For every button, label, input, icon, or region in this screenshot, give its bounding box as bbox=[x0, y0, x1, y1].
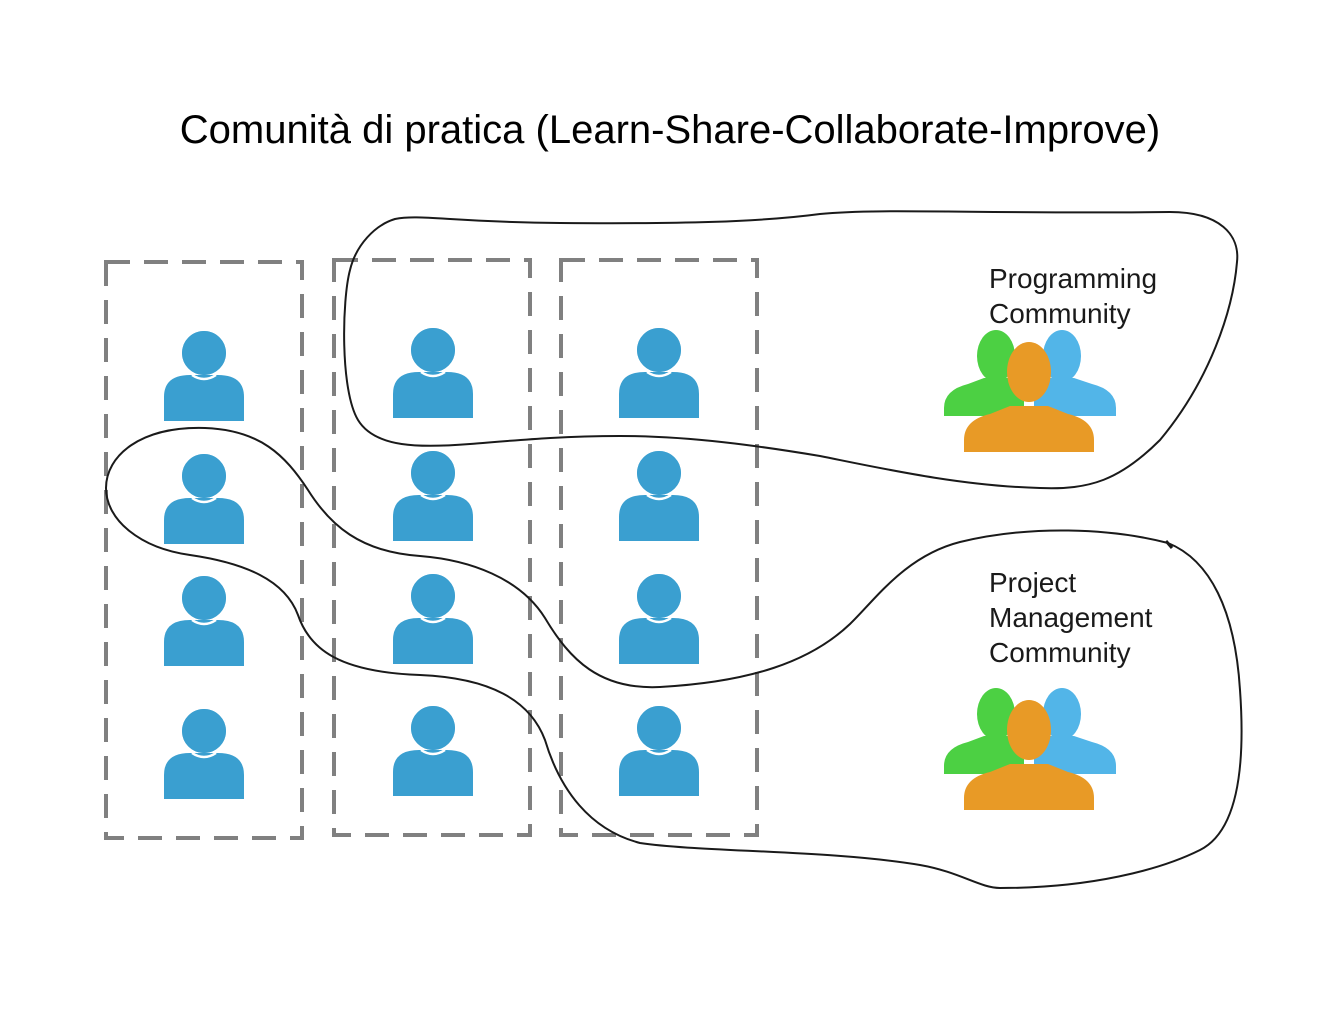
group-person-orange-icon bbox=[964, 342, 1094, 452]
person-icon bbox=[164, 574, 244, 666]
person-icon bbox=[164, 452, 244, 544]
programming-community-label: Programming Community bbox=[989, 263, 1165, 329]
person-icon bbox=[393, 449, 473, 541]
person-icon bbox=[393, 572, 473, 664]
people-group-icon bbox=[944, 688, 1116, 810]
programming-label-line-1: Programming bbox=[989, 263, 1157, 294]
pm-label-line-2: Management bbox=[989, 602, 1153, 633]
person-icon bbox=[619, 326, 699, 418]
group-box-1 bbox=[104, 260, 304, 840]
people-group-icon bbox=[944, 330, 1116, 452]
person-icon bbox=[393, 704, 473, 796]
group-box-3 bbox=[559, 258, 759, 837]
group-person-orange-icon bbox=[964, 700, 1094, 810]
pm-label-line-1: Project bbox=[989, 567, 1076, 598]
slide-title: Comunità di pratica (Learn-Share-Collabo… bbox=[179, 108, 1161, 152]
group-box-2 bbox=[332, 258, 532, 837]
person-icon bbox=[619, 449, 699, 541]
person-icon bbox=[619, 572, 699, 664]
person-icon bbox=[164, 329, 244, 421]
community-outlines bbox=[104, 210, 1243, 890]
person-grid bbox=[164, 326, 699, 799]
project-management-community-outline bbox=[104, 426, 1243, 890]
project-management-community-label: Project Management Community bbox=[989, 567, 1160, 668]
programming-label-line-2: Community bbox=[989, 298, 1131, 329]
group-person-blue-icon bbox=[1034, 688, 1116, 774]
group-person-blue-icon bbox=[1034, 330, 1116, 416]
programming-community-outline bbox=[343, 210, 1239, 490]
group-person-green-icon bbox=[944, 688, 1024, 774]
group-boxes bbox=[104, 258, 759, 840]
person-icon bbox=[393, 326, 473, 418]
person-icon bbox=[164, 707, 244, 799]
person-icon bbox=[619, 704, 699, 796]
group-person-green-icon bbox=[944, 330, 1024, 416]
pm-label-line-3: Community bbox=[989, 637, 1131, 668]
